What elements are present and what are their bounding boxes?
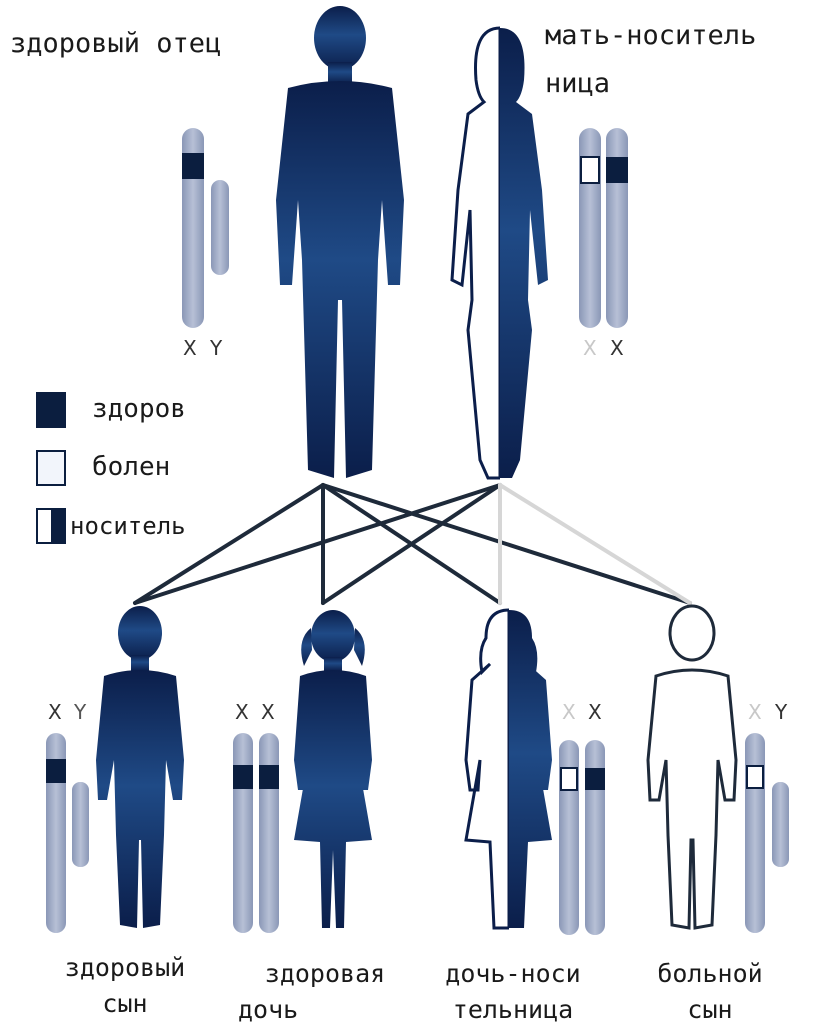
daughter2-figure (466, 610, 552, 928)
mother-figure (452, 28, 548, 478)
mother-chromosomes (579, 128, 628, 328)
mother-x2-label: X (610, 338, 624, 358)
line-mother-son2 (500, 485, 690, 603)
father-x-label: X (183, 338, 197, 358)
daughter1-figure (294, 610, 372, 928)
son1-figure (96, 606, 184, 928)
legend-healthy-swatch (36, 392, 66, 428)
child3-caption-line2: тельница (418, 992, 608, 1028)
legend-carrier-label: носитель (70, 514, 186, 538)
child4-caption-line2: сын (615, 992, 805, 1028)
father-label: здоровый отец (10, 30, 221, 57)
son2-chromosomes (745, 733, 789, 933)
legend-sick-swatch (36, 450, 66, 486)
legend-carrier-swatch (36, 508, 66, 544)
daughter1-chromosomes (233, 733, 279, 933)
child1-caption-line2: сын (30, 986, 220, 1022)
legend-sick-label: болен (92, 454, 170, 480)
son1-chromosomes (46, 733, 89, 933)
child4-caption-line1: больной (615, 956, 805, 992)
child4-caption: больной сын (615, 956, 805, 1028)
daughter2-chromosomes (559, 740, 605, 935)
child3-caption: дочь-носи тельница (418, 956, 608, 1028)
line-father-son1 (135, 485, 323, 603)
child2-caption-line2: дочь (230, 992, 420, 1028)
child2-caption: здоровая дочь (230, 956, 420, 1028)
daughter2-x1-label: X (562, 702, 576, 722)
son2-x-label: X (748, 702, 762, 722)
line-mother-son1 (135, 485, 500, 603)
mother-label-line1: мать-носитель (545, 22, 756, 49)
father-y-label: Y (210, 338, 222, 358)
child1-caption: здоровый сын (30, 950, 220, 1022)
mother-x1-label: X (583, 338, 597, 358)
son1-x-label: X (48, 702, 62, 722)
inheritance-lines (135, 485, 690, 603)
daughter1-x1-label: X (235, 702, 249, 722)
father-chromosomes (182, 128, 229, 328)
daughter2-x2-label: X (588, 702, 602, 722)
son2-figure (648, 606, 736, 928)
line-father-son2 (323, 485, 690, 603)
son2-y-label: Y (775, 702, 787, 722)
child2-caption-line1: здоровая (230, 956, 420, 992)
legend-healthy-label: здоров (92, 396, 186, 422)
father-figure (276, 6, 404, 478)
child1-caption-line1: здоровый (30, 950, 220, 986)
son1-y-label: Y (74, 702, 86, 722)
mother-label-line2: ница (545, 70, 610, 97)
child3-caption-line1: дочь-носи (418, 956, 608, 992)
daughter1-x2-label: X (261, 702, 275, 722)
